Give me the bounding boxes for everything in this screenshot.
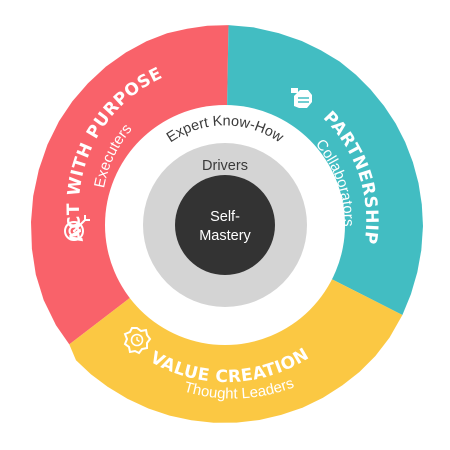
handshake-icon <box>291 88 312 108</box>
self-mastery-label-line1: Self- <box>210 209 240 225</box>
clock-badge-icon <box>123 327 152 355</box>
self-mastery-label-line2: Mastery <box>199 228 251 244</box>
self-mastery-core <box>175 175 275 275</box>
target-icon <box>64 215 90 241</box>
drivers-label: Drivers <box>202 158 248 174</box>
